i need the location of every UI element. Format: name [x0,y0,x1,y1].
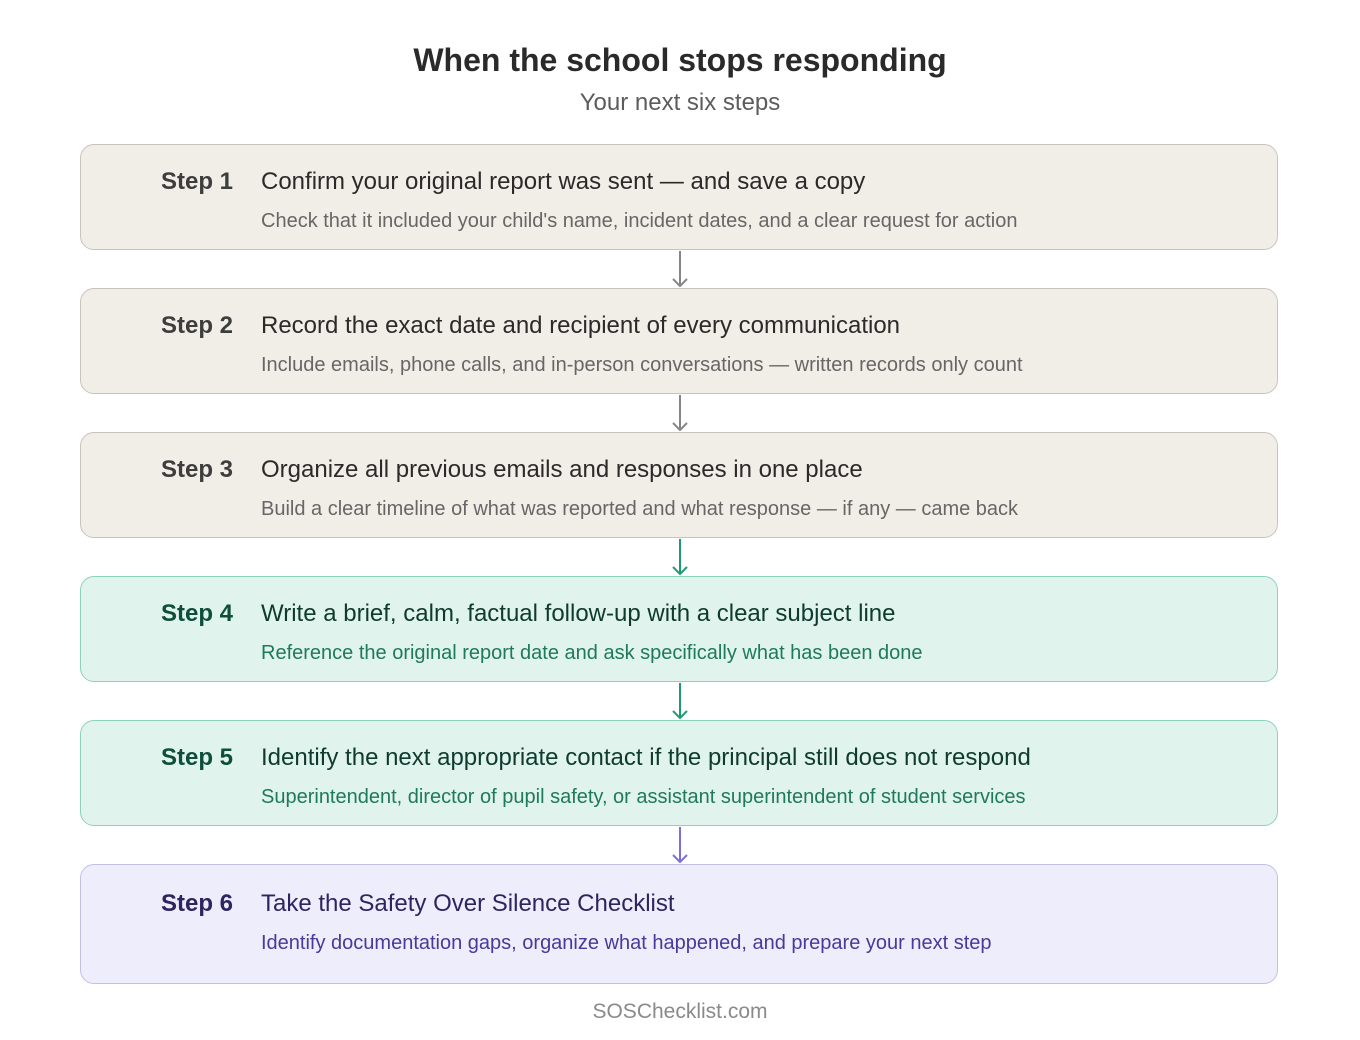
down-arrow-icon [672,395,688,432]
down-arrow-icon [672,539,688,576]
step-card-2: Step 2 Record the exact date and recipie… [80,288,1278,394]
down-arrow-icon [672,827,688,864]
step-description: Build a clear timeline of what was repor… [261,498,1019,520]
step-title: Identify the next appropriate contact if… [261,744,1031,771]
step-title: Organize all previous emails and respons… [261,456,863,483]
step-label: Step 3 [161,456,234,483]
step-title: Record the exact date and recipient of e… [261,312,901,339]
step-title: Take the Safety Over Silence Checklist [261,890,675,917]
page-title: When the school stops responding [413,42,947,78]
down-arrow-icon [672,683,688,720]
step-card-3: Step 3 Organize all previous emails and … [80,432,1278,538]
footer-site-link: SOSChecklist.com [592,1000,768,1023]
step-label: Step 4 [161,600,234,627]
step-title: Confirm your original report was sent — … [261,168,866,195]
step-description: Identify documentation gaps, organize wh… [261,932,992,954]
step-description: Check that it included your child's name… [261,210,1018,232]
step-label: Step 5 [161,744,234,771]
step-description: Include emails, phone calls, and in-pers… [261,354,1023,376]
step-card-4: Step 4 Write a brief, calm, factual foll… [80,576,1278,682]
page-subtitle: Your next six steps [579,89,781,116]
down-arrow-icon [672,251,688,288]
step-card-6: Step 6 Take the Safety Over Silence Chec… [80,864,1278,984]
step-label: Step 2 [161,312,234,339]
step-card-1: Step 1 Confirm your original report was … [80,144,1278,250]
step-card-5: Step 5 Identify the next appropriate con… [80,720,1278,826]
step-description: Reference the original report date and a… [261,642,923,664]
step-label: Step 6 [161,890,234,917]
step-label: Step 1 [161,168,234,195]
step-title: Write a brief, calm, factual follow-up w… [261,600,896,627]
step-description: Superintendent, director of pupil safety… [261,786,1026,808]
